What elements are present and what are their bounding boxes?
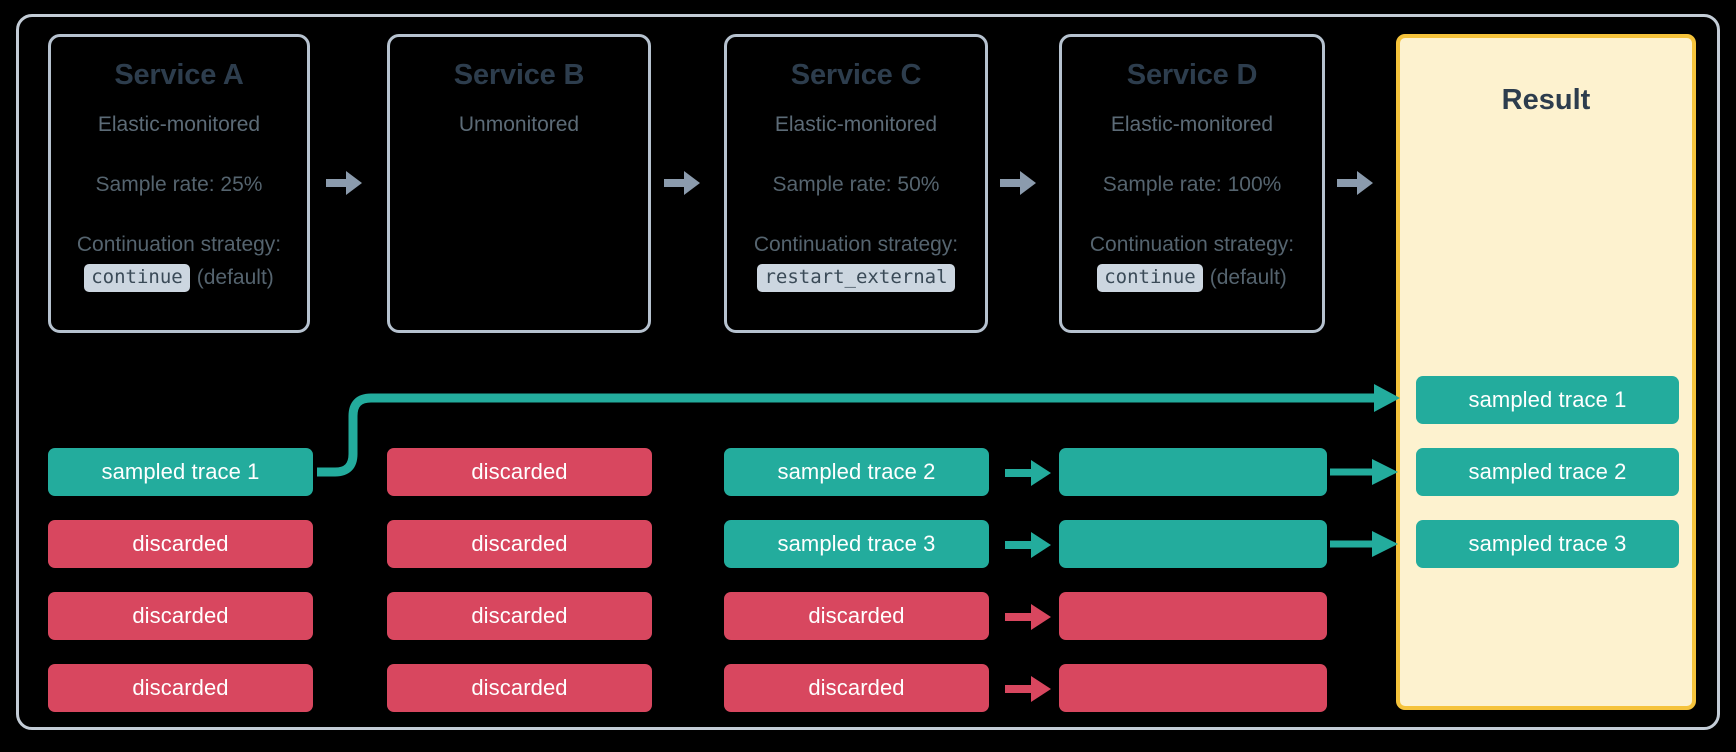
service-strategy-label: Continuation strategy:	[1089, 232, 1295, 256]
trace-box: discarded	[48, 664, 313, 712]
strategy-code-chip: continue	[1097, 264, 1203, 293]
service-strategy-line: continue (default)	[51, 264, 307, 293]
strategy-code-chip: restart_external	[757, 264, 955, 293]
service-title: Service C	[790, 59, 922, 91]
trace-box: discarded	[387, 592, 652, 640]
strategy-code-chip: continue	[84, 264, 190, 293]
trace-box: discarded	[387, 664, 652, 712]
trace-box	[1059, 592, 1327, 640]
service-card-d: Service D Elastic-monitored Sample rate:…	[1059, 34, 1325, 333]
trace-box: discarded	[724, 664, 989, 712]
trace-box: sampled trace 1	[48, 448, 313, 496]
trace-box: discarded	[387, 520, 652, 568]
trace-box: sampled trace 3	[724, 520, 989, 568]
trace-box	[1059, 664, 1327, 712]
trace-box: sampled trace 2	[724, 448, 989, 496]
c-to-d-arrow-icon	[1005, 676, 1051, 702]
result-trace-box: sampled trace 1	[1416, 376, 1679, 424]
service-monitoring-status: Elastic-monitored	[97, 113, 261, 137]
outer-frame	[16, 14, 1720, 730]
service-flow-arrow-icon	[1337, 171, 1373, 195]
trace-box: discarded	[48, 592, 313, 640]
service-flow-arrow-icon	[664, 171, 700, 195]
service-sample-rate: Sample rate: 25%	[95, 172, 263, 196]
service-card-b: Service B Unmonitored	[387, 34, 651, 333]
service-strategy-line: restart_external	[727, 264, 985, 293]
strategy-note: (default)	[196, 266, 274, 290]
trace-box: discarded	[724, 592, 989, 640]
service-strategy-line: continue (default)	[1062, 264, 1322, 293]
service-sample-rate: Sample rate: 100%	[1102, 172, 1282, 196]
c-to-d-arrow-icon	[1005, 532, 1051, 558]
trace-box	[1059, 448, 1327, 496]
service-monitoring-status: Unmonitored	[458, 113, 580, 137]
service-title: Service A	[114, 59, 244, 91]
service-flow-arrow-icon	[326, 171, 362, 195]
service-title: Service B	[453, 59, 585, 91]
result-trace-box: sampled trace 2	[1416, 448, 1679, 496]
c-to-d-arrow-icon	[1005, 604, 1051, 630]
service-sample-rate: Sample rate: 50%	[772, 172, 940, 196]
trace-box: discarded	[48, 520, 313, 568]
service-title: Service D	[1126, 59, 1258, 91]
trace-box	[1059, 520, 1327, 568]
result-panel: Result	[1396, 34, 1696, 710]
strategy-note: (default)	[1209, 266, 1287, 290]
service-flow-arrow-icon	[1000, 171, 1036, 195]
trace-box: discarded	[387, 448, 652, 496]
result-trace-box: sampled trace 3	[1416, 520, 1679, 568]
result-panel-title: Result	[1501, 84, 1591, 116]
c-to-d-arrow-icon	[1005, 460, 1051, 486]
service-card-a: Service A Elastic-monitored Sample rate:…	[48, 34, 310, 333]
service-strategy-label: Continuation strategy:	[76, 232, 282, 256]
service-strategy-label: Continuation strategy:	[753, 232, 959, 256]
service-monitoring-status: Elastic-monitored	[1110, 113, 1274, 137]
service-monitoring-status: Elastic-monitored	[774, 113, 938, 137]
service-card-c: Service C Elastic-monitored Sample rate:…	[724, 34, 988, 333]
